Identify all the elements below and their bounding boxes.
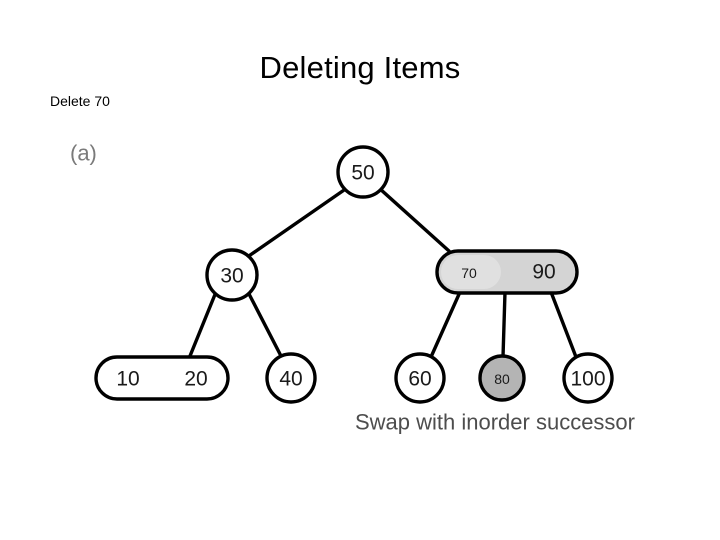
tree-node-40[interactable]: 40 — [265, 352, 317, 404]
tree-edges — [188, 186, 578, 359]
node-80-circle — [478, 354, 526, 402]
operation-label: Delete 70 — [50, 93, 110, 109]
tree-node-30[interactable]: 30 — [205, 248, 259, 302]
node-30-circle — [205, 248, 259, 302]
node-70-label: 70 — [461, 265, 477, 281]
node-80-label: 80 — [494, 371, 510, 387]
node-60-label: 60 — [408, 368, 431, 391]
binary-tree-diagram: 50 30 70 90 10 20 4 — [70, 141, 635, 435]
node-100-circle — [562, 352, 614, 404]
tree-node-50[interactable]: 50 — [336, 145, 390, 199]
node-70-highlight — [441, 255, 501, 289]
panel-label: (a) — [70, 141, 97, 166]
node-40-label: 40 — [279, 368, 302, 391]
tree-node-10-20[interactable]: 10 20 — [94, 355, 230, 401]
node-50-circle — [336, 145, 390, 199]
node-30-label: 30 — [220, 265, 243, 288]
edge-50-to-70-90 — [377, 186, 451, 253]
node-10-20-rect — [94, 355, 230, 401]
node-20-label: 20 — [184, 368, 207, 391]
page-title: Deleting Items — [259, 50, 461, 85]
edge-30-to-40 — [246, 290, 283, 358]
edge-50-to-30 — [241, 186, 349, 262]
tree-node-100[interactable]: 100 — [562, 352, 614, 404]
tree-figure: 50 30 70 90 10 20 4 — [0, 120, 720, 450]
node-50-label: 50 — [351, 162, 374, 185]
edge-70-90-to-60 — [429, 290, 462, 359]
figure-caption: Swap with inorder successor — [355, 410, 635, 435]
tree-node-80[interactable]: 80 — [478, 354, 526, 402]
node-10-label: 10 — [116, 368, 139, 391]
tree-node-60[interactable]: 60 — [394, 352, 446, 404]
node-60-circle — [394, 352, 446, 404]
node-90-label: 90 — [532, 261, 555, 284]
node-100-label: 100 — [570, 368, 605, 391]
tree-node-70-90[interactable]: 70 90 — [435, 249, 579, 295]
node-40-circle — [265, 352, 317, 404]
edge-70-90-to-80 — [501, 290, 507, 359]
edge-70-90-to-100 — [549, 290, 578, 359]
edge-30-to-10-20 — [188, 290, 218, 358]
